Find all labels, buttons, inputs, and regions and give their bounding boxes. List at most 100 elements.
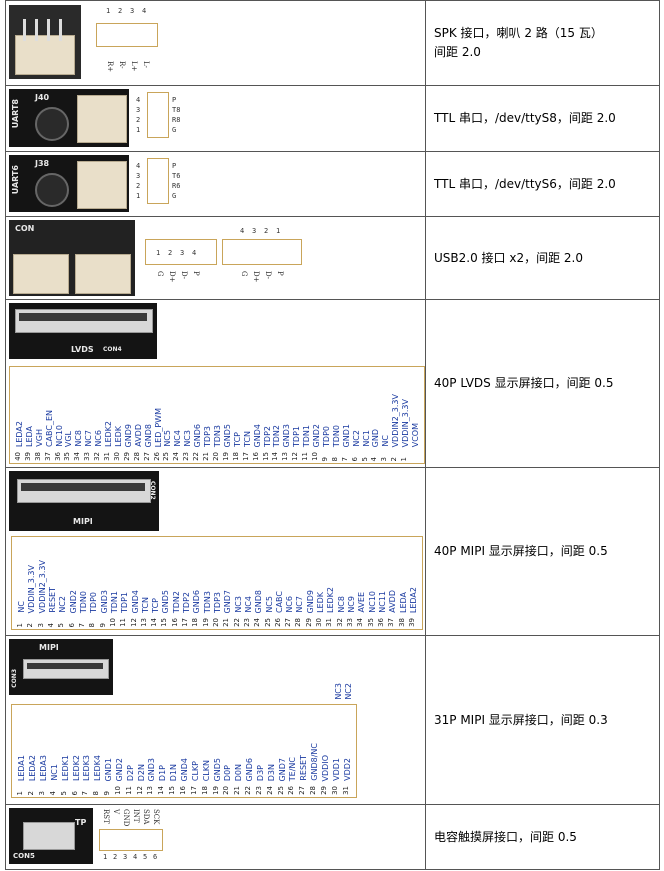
mipi31-description: 31P MIPI 显示屏接口，间距 0.3 <box>425 635 660 805</box>
pin-number: 27 <box>142 452 151 461</box>
touch-pin-diagram <box>99 829 163 851</box>
pin-label: NC4 <box>173 430 183 447</box>
pin-number: 28 <box>132 452 141 461</box>
pin-label: NC5 <box>264 596 274 613</box>
pin-number: 33 <box>346 618 354 627</box>
pin-label: LEDK2 <box>104 420 114 447</box>
pin-label: NC6 <box>285 596 295 613</box>
pin-number: 19 <box>221 452 230 461</box>
pin-number: 24 <box>253 618 262 627</box>
pin-number: 6 <box>67 622 76 627</box>
pin-label: GND3 <box>99 589 109 613</box>
pin-label: LEDA2 <box>28 754 38 781</box>
pin-label: CABC_EN <box>44 409 54 447</box>
pin-label: VCOM <box>411 422 421 447</box>
pin-number: 32 <box>93 452 102 461</box>
pin-number: 15 <box>168 786 177 795</box>
pin-number: 26 <box>287 786 296 795</box>
pin-label: VDD2 <box>342 758 352 781</box>
lvds-connector-photo: LVDS CON4 <box>9 303 157 359</box>
pin-number: 8 <box>88 622 97 627</box>
pin-number: 11 <box>301 452 310 461</box>
pin-label: NC8 <box>74 430 84 447</box>
pin-number: 5 <box>59 790 68 795</box>
pin-number: 1 <box>16 790 25 795</box>
pin-number: 26 <box>273 618 282 627</box>
pin-label: GND7 <box>277 757 287 781</box>
pin-label: TDN0 <box>331 424 341 447</box>
uart8-image-cell: UART8 J40 4 3 2 1 P T8 R8 G <box>5 85 426 152</box>
pin-number: 23 <box>182 452 191 461</box>
pin-label: D0P <box>223 764 233 781</box>
pin-label-top: NC3 <box>334 683 343 700</box>
pin-number: 21 <box>202 452 211 461</box>
pin-label: GND2 <box>68 589 78 613</box>
pin-label: NC5 <box>163 430 173 447</box>
pin-label: GND5 <box>212 757 222 781</box>
pin-label: TCP <box>232 432 242 447</box>
pin-label: GND <box>371 428 381 447</box>
pin-number: 2 <box>26 622 35 627</box>
uart8-description: TTL 串口，/dev/ttyS8，间距 2.0 <box>425 85 660 152</box>
pin-number: 35 <box>366 618 375 627</box>
pin-number: 12 <box>135 786 144 795</box>
pin-label: TDP1 <box>292 426 302 447</box>
pin-label: TCN <box>242 431 252 447</box>
pin-label: NC1 <box>361 430 371 447</box>
pin-number: 20 <box>222 786 231 795</box>
pin-label: TDN0 <box>79 590 88 613</box>
pin-number: 21 <box>222 618 231 627</box>
pin-number: 10 <box>311 452 320 461</box>
pin-number: 3 <box>38 790 47 795</box>
pin-number: 8 <box>330 456 339 461</box>
pin-label: D1N <box>169 763 179 781</box>
pin-label: NC <box>381 435 391 447</box>
pin-number: 1 <box>400 456 409 461</box>
pin-number: 24 <box>265 786 274 795</box>
pin-number: 37 <box>43 452 52 461</box>
pin-label: VDDIN2_3.3V <box>391 393 401 447</box>
pin-label: GND7 <box>223 589 233 613</box>
pin-label: TDP3 <box>203 426 213 447</box>
interface-table: 1 2 3 4 R+ R- L+ L- SPK 接口，喇叭 2 路（15 瓦） … <box>5 0 660 870</box>
pin-number: 20 <box>212 618 220 627</box>
pin-label: LEDK <box>316 592 326 613</box>
spk-connector-photo <box>9 5 81 79</box>
pin-label: GND1 <box>104 757 114 781</box>
pin-label: TDN1 <box>302 424 312 447</box>
uart6-connector-photo: UART6 J38 <box>9 155 129 212</box>
usb-pin-diagram-1 <box>145 239 217 265</box>
pin-number: 7 <box>81 790 90 795</box>
pin-label: LEDA <box>24 425 34 447</box>
pin-number: 15 <box>160 618 169 627</box>
pin-number: 13 <box>139 618 148 627</box>
pin-label: VDDIN_3.3V <box>27 564 37 613</box>
pin-label: NC7 <box>295 596 305 613</box>
pin-label: D2P <box>125 764 135 781</box>
pin-number: 4 <box>48 790 57 795</box>
pin-number: 19 <box>201 618 210 627</box>
pin-label: LEDK2 <box>71 754 81 781</box>
pin-number: 5 <box>57 622 66 627</box>
pin-label: NC <box>17 601 27 613</box>
pin-number: 22 <box>244 786 253 795</box>
pin-number: 22 <box>192 452 201 461</box>
pin-number: 29 <box>319 786 328 795</box>
pin-number: 13 <box>146 786 155 795</box>
pin-label: GND8 <box>143 423 153 447</box>
pin-number: 39 <box>407 618 416 627</box>
pin-label: TDN1 <box>109 590 119 613</box>
uart6-pin-diagram <box>147 158 169 204</box>
pin-number: 24 <box>172 452 181 461</box>
pin-number: 34 <box>73 452 82 461</box>
pin-label: RESET <box>299 755 309 781</box>
pin-label: TDP3 <box>213 592 222 613</box>
pin-number: 2 <box>390 456 399 461</box>
pin-label: TDN2 <box>272 424 282 447</box>
pin-label: TDP2 <box>262 426 272 447</box>
usb-connector-photo: CON <box>9 220 135 296</box>
pin-label: VDD1 <box>331 758 341 781</box>
